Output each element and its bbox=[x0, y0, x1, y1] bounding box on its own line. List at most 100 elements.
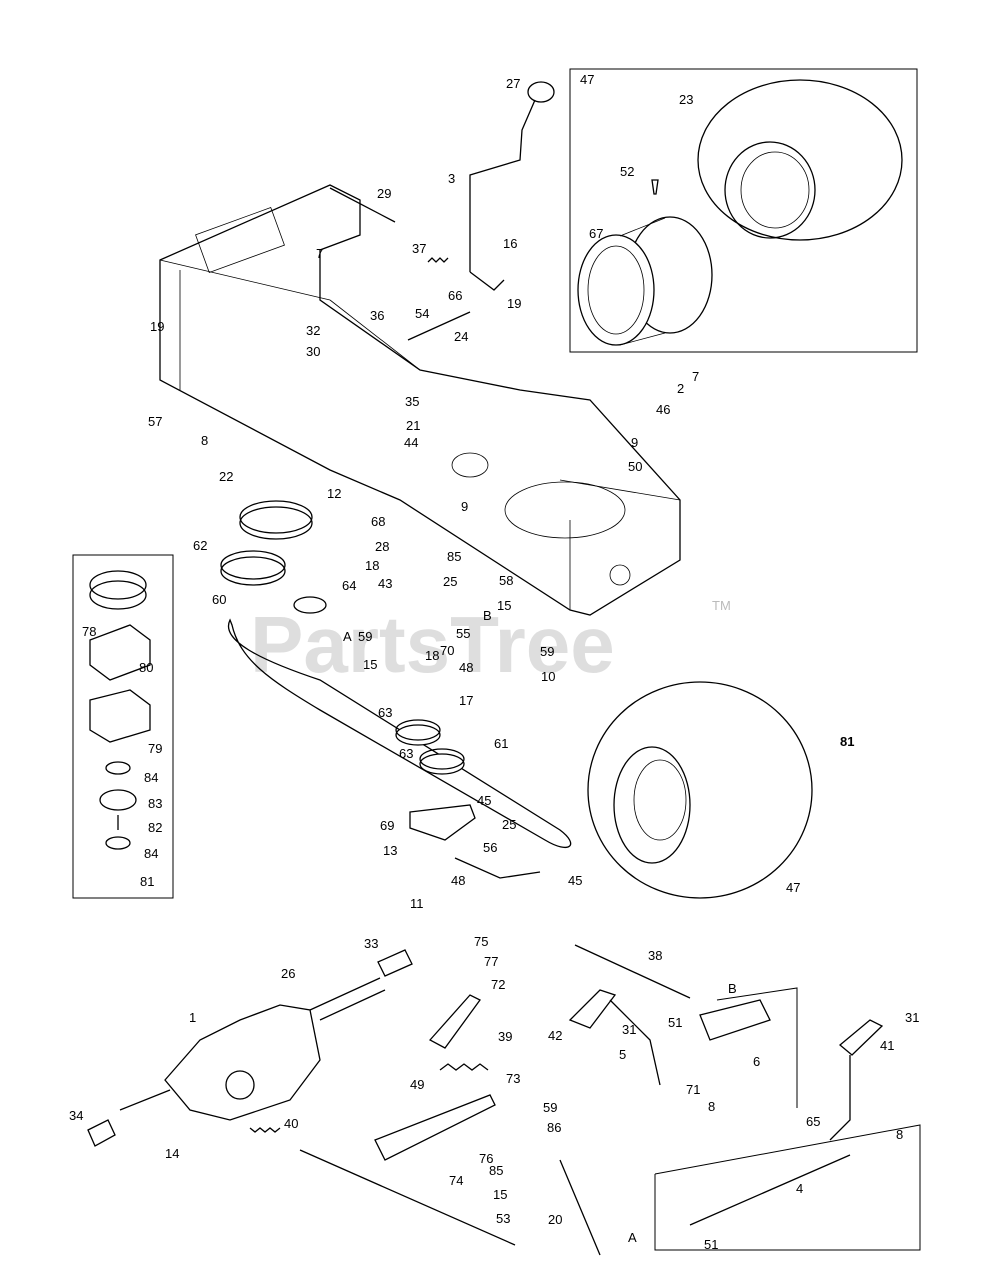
part-label-p83: 83 bbox=[148, 796, 162, 811]
spring-20 bbox=[559, 1159, 601, 1256]
part-label-p7a: 7 bbox=[316, 246, 323, 261]
part-label-p84a: 84 bbox=[144, 770, 158, 785]
part-label-p52: 52 bbox=[620, 164, 634, 179]
part-label-p34: 34 bbox=[69, 1108, 83, 1123]
rod-56 bbox=[454, 857, 541, 879]
part-label-p75: 75 bbox=[474, 934, 488, 949]
part-label-p67: 67 bbox=[589, 226, 603, 241]
part-label-p8b: 8 bbox=[708, 1099, 715, 1114]
part-label-p8a: 8 bbox=[201, 433, 208, 448]
part-label-p30: 30 bbox=[306, 344, 320, 359]
part-label-p81a: 81 bbox=[840, 734, 854, 749]
part-label-p78: 78 bbox=[82, 624, 96, 639]
part-label-p31a: 31 bbox=[905, 1010, 919, 1025]
part-label-p15b: 15 bbox=[363, 657, 377, 672]
part-label-p54: 54 bbox=[415, 306, 429, 321]
part-label-p4: 4 bbox=[796, 1181, 803, 1196]
rear-tire-inset bbox=[697, 79, 903, 241]
part-label-p56: 56 bbox=[483, 840, 497, 855]
part-label-p46: 46 bbox=[656, 402, 670, 417]
part-label-p59c: 59 bbox=[543, 1100, 557, 1115]
part-label-p59a: 59 bbox=[358, 629, 372, 644]
part-label-p63b: 63 bbox=[399, 746, 413, 761]
part-label-p85b: 85 bbox=[489, 1163, 503, 1178]
part-label-p11: 11 bbox=[410, 896, 424, 911]
spring-40 bbox=[249, 1127, 281, 1133]
part-label-p42: 42 bbox=[548, 1028, 562, 1043]
part-label-p15a: 15 bbox=[497, 598, 511, 613]
part-label-p33: 33 bbox=[364, 936, 378, 951]
part-label-p14: 14 bbox=[165, 1146, 179, 1161]
spring-37 bbox=[427, 257, 449, 263]
part-label-p5: 5 bbox=[619, 1047, 626, 1062]
part-label-p55: 55 bbox=[456, 626, 470, 641]
spring-39 bbox=[439, 1063, 489, 1071]
part-label-p51a: 51 bbox=[668, 1015, 682, 1030]
part-label-p18b: 18 bbox=[425, 648, 439, 663]
part-label-p74: 74 bbox=[449, 1173, 463, 1188]
part-label-p13: 13 bbox=[383, 843, 397, 858]
part-label-p25a: 25 bbox=[443, 574, 457, 589]
link-54 bbox=[407, 311, 471, 341]
part-label-p76: 76 bbox=[479, 1151, 493, 1166]
part-label-p41: 41 bbox=[880, 1038, 894, 1053]
part-label-p44: 44 bbox=[404, 435, 418, 450]
rod-29 bbox=[329, 187, 396, 223]
part-label-p70: 70 bbox=[440, 643, 454, 658]
part-label-pA2: A bbox=[628, 1230, 637, 1245]
part-label-p53: 53 bbox=[496, 1211, 510, 1226]
part-label-p68: 68 bbox=[371, 514, 385, 529]
watermark-tm: TM bbox=[712, 598, 731, 613]
rim-inset bbox=[577, 216, 713, 346]
part-label-pB1: B bbox=[483, 608, 492, 623]
spacer-34 bbox=[87, 1119, 116, 1147]
valve-stem bbox=[651, 179, 659, 195]
part-label-p79: 79 bbox=[148, 741, 162, 756]
drive-belt bbox=[227, 618, 572, 849]
part-label-p36: 36 bbox=[370, 308, 384, 323]
part-label-p23: 23 bbox=[679, 92, 693, 107]
transaxle bbox=[119, 977, 386, 1121]
part-label-p63a: 63 bbox=[378, 705, 392, 720]
part-label-p57: 57 bbox=[148, 414, 162, 429]
part-label-p48b: 48 bbox=[451, 873, 465, 888]
part-label-p15c: 15 bbox=[493, 1187, 507, 1202]
part-label-p64: 64 bbox=[342, 578, 356, 593]
part-label-p69: 69 bbox=[380, 818, 394, 833]
watermark: PartsTree bbox=[250, 600, 615, 689]
spring-38 bbox=[574, 944, 691, 999]
engine-pulley bbox=[220, 500, 327, 614]
part-label-p49: 49 bbox=[410, 1077, 424, 1092]
plate-73 bbox=[374, 1094, 496, 1161]
part-label-p31b: 31 bbox=[622, 1022, 636, 1037]
pedal-detail-box-upper bbox=[716, 987, 798, 1108]
part-label-p19b: 19 bbox=[150, 319, 164, 334]
part-label-p81b: 81 bbox=[140, 874, 154, 889]
part-label-p17: 17 bbox=[459, 693, 473, 708]
part-label-p21: 21 bbox=[406, 418, 420, 433]
part-label-p47a: 47 bbox=[580, 72, 594, 87]
drive-pedal-assembly bbox=[689, 1019, 884, 1226]
part-label-p40: 40 bbox=[284, 1116, 298, 1131]
part-label-p66: 66 bbox=[448, 288, 462, 303]
part-label-p73: 73 bbox=[506, 1071, 520, 1086]
part-label-p58: 58 bbox=[499, 573, 513, 588]
part-label-p12: 12 bbox=[327, 486, 341, 501]
part-label-p86: 86 bbox=[547, 1120, 561, 1135]
front-tire bbox=[587, 681, 813, 899]
part-label-p84b: 84 bbox=[144, 846, 158, 861]
part-label-p24: 24 bbox=[454, 329, 468, 344]
pulley-inset bbox=[89, 570, 151, 850]
part-label-p10: 10 bbox=[541, 669, 555, 684]
part-label-p38: 38 bbox=[648, 948, 662, 963]
bracket-72 bbox=[428, 994, 481, 1049]
part-label-p37: 37 bbox=[412, 241, 426, 256]
part-label-p77: 77 bbox=[484, 954, 498, 969]
part-label-p26: 26 bbox=[281, 966, 295, 981]
part-label-p18a: 18 bbox=[365, 558, 379, 573]
part-label-pA1: A bbox=[343, 629, 352, 644]
rod-53 bbox=[299, 1149, 516, 1246]
pedal-detail-box-lower bbox=[654, 1124, 921, 1251]
